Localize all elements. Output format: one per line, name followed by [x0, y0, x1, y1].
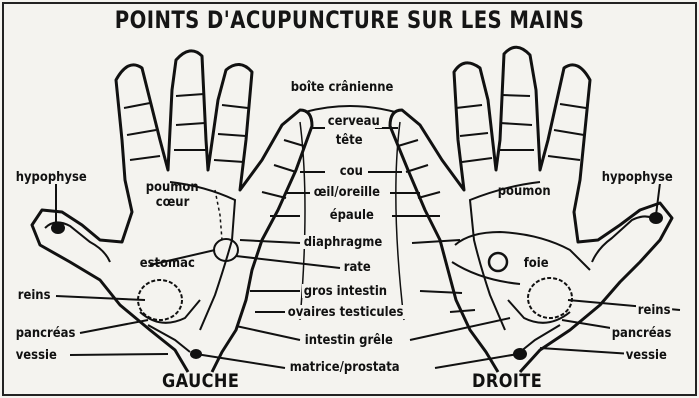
- left-hand-outline: [32, 51, 312, 372]
- caption-gauche: GAUCHE: [162, 370, 239, 392]
- label-gros-intestin: gros intestin: [302, 284, 389, 298]
- label-matrice-prostate: matrice/prostata: [288, 360, 401, 374]
- caption-droite: DROITE: [472, 370, 542, 392]
- label-reins-right: reins: [636, 303, 672, 317]
- label-cerveau: cerveau: [326, 114, 381, 128]
- label-vessie-right: vessie: [624, 348, 669, 362]
- label-epaule: épaule: [328, 208, 376, 222]
- label-pancreas-left: pancréas: [14, 326, 77, 340]
- label-pancreas-right: pancréas: [610, 326, 673, 340]
- label-reins-left: reins: [16, 288, 52, 302]
- label-hypophyse-right: hypophyse: [600, 170, 674, 184]
- label-cou: cou: [338, 164, 365, 178]
- label-coeur-left: cœur: [154, 195, 191, 209]
- label-foie: foie: [522, 256, 550, 270]
- label-rate: rate: [342, 260, 372, 274]
- label-hypophyse-left: hypophyse: [14, 170, 88, 184]
- label-boite-cranienne: boîte crânienne: [289, 80, 395, 94]
- label-ovaires-testicules: ovaires testicules: [286, 305, 405, 319]
- diagram-title: POINTS D'ACUPUNCTURE SUR LES MAINS: [63, 6, 636, 34]
- label-vessie-left: vessie: [14, 348, 59, 362]
- label-tete: tête: [334, 133, 364, 147]
- label-poumon-right: poumon: [496, 184, 552, 198]
- label-estomac: estomac: [138, 256, 197, 270]
- label-oeil-oreille: œil/oreille: [312, 185, 382, 199]
- right-hand-outline: [390, 47, 672, 372]
- label-diaphragme: diaphragme: [302, 235, 384, 249]
- label-intestin-grele: intestin grêle: [303, 333, 395, 347]
- label-poumon-left: poumon: [144, 180, 200, 194]
